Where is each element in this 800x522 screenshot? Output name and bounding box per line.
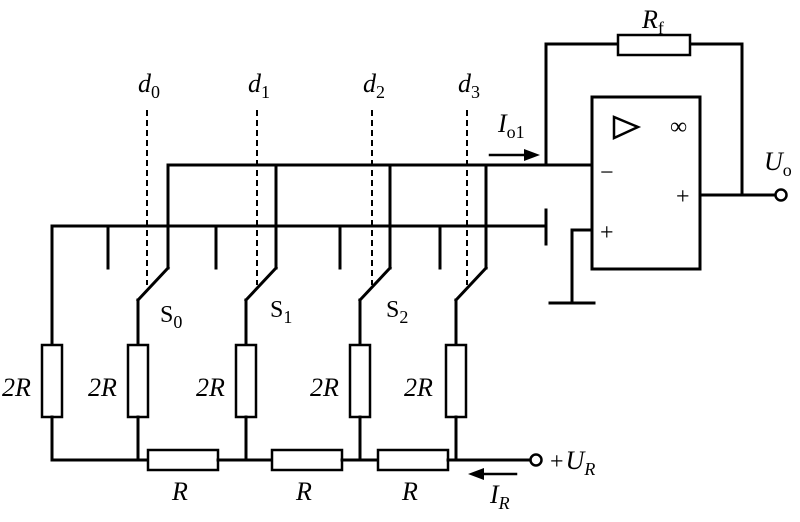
opamp-minus-input-label: − <box>600 160 614 186</box>
series-resistor-2-label: R <box>401 477 418 506</box>
digital-input-d1-label: d1 <box>248 69 270 102</box>
ground-wire <box>570 228 594 305</box>
shunt-resistor-3 <box>348 343 372 419</box>
shunt-resistor-0-label: 2R <box>2 373 31 402</box>
series-resistor-0-label: R <box>171 477 188 506</box>
reference-current-label: IR <box>489 480 510 513</box>
opamp-plus-input-label: + <box>600 220 614 246</box>
series-resistor-1-label: R <box>295 477 312 506</box>
feedback-resistor-label: Rf <box>641 5 664 38</box>
reference-terminal <box>529 453 543 467</box>
shunt-resistor-1-label: 2R <box>88 373 117 402</box>
digital-input-d2-label: d2 <box>363 69 385 102</box>
feedback-wire-right <box>688 42 744 197</box>
digital-input-d0-label: d0 <box>138 69 160 102</box>
current-arrow-io1-icon <box>524 149 540 161</box>
switch-s1-blade <box>243 265 279 303</box>
reference-label: +UR <box>550 446 595 479</box>
opamp-plus-output-label: + <box>676 184 690 210</box>
output-current-label: Io1 <box>497 109 525 142</box>
series-resistor-0 <box>146 448 220 472</box>
opamp-gain-symbol: ∞ <box>670 114 687 140</box>
shunt-resistor-3-label: 2R <box>310 373 339 402</box>
feedback-resistor <box>616 33 692 57</box>
switch-s1-label: S1 <box>270 297 292 327</box>
current-arrow-ir-icon <box>468 468 484 480</box>
switch-s2-blade <box>357 265 393 303</box>
series-resistor-1 <box>270 448 344 472</box>
shunt-resistor-1 <box>126 343 150 419</box>
feedback-wire-left <box>544 42 620 167</box>
shunt-resistor-2-label: 2R <box>196 373 225 402</box>
shunt-resistor-2 <box>234 343 258 419</box>
opamp-body <box>590 95 702 271</box>
series-resistor-2 <box>376 448 450 472</box>
digital-input-d3-label: d3 <box>458 69 480 102</box>
switch-s0-label: S0 <box>160 302 182 332</box>
shunt-resistor-4-label: 2R <box>404 373 433 402</box>
output-terminal <box>774 188 788 202</box>
switch-s2-label: S2 <box>386 297 408 327</box>
output-label: Uo <box>764 147 792 180</box>
switch-s0-blade <box>135 265 171 303</box>
opamp-triangle-icon <box>612 115 642 140</box>
shunt-resistor-0 <box>40 343 64 419</box>
shunt-resistor-4 <box>444 343 468 419</box>
switch-s3-blade <box>453 265 489 303</box>
